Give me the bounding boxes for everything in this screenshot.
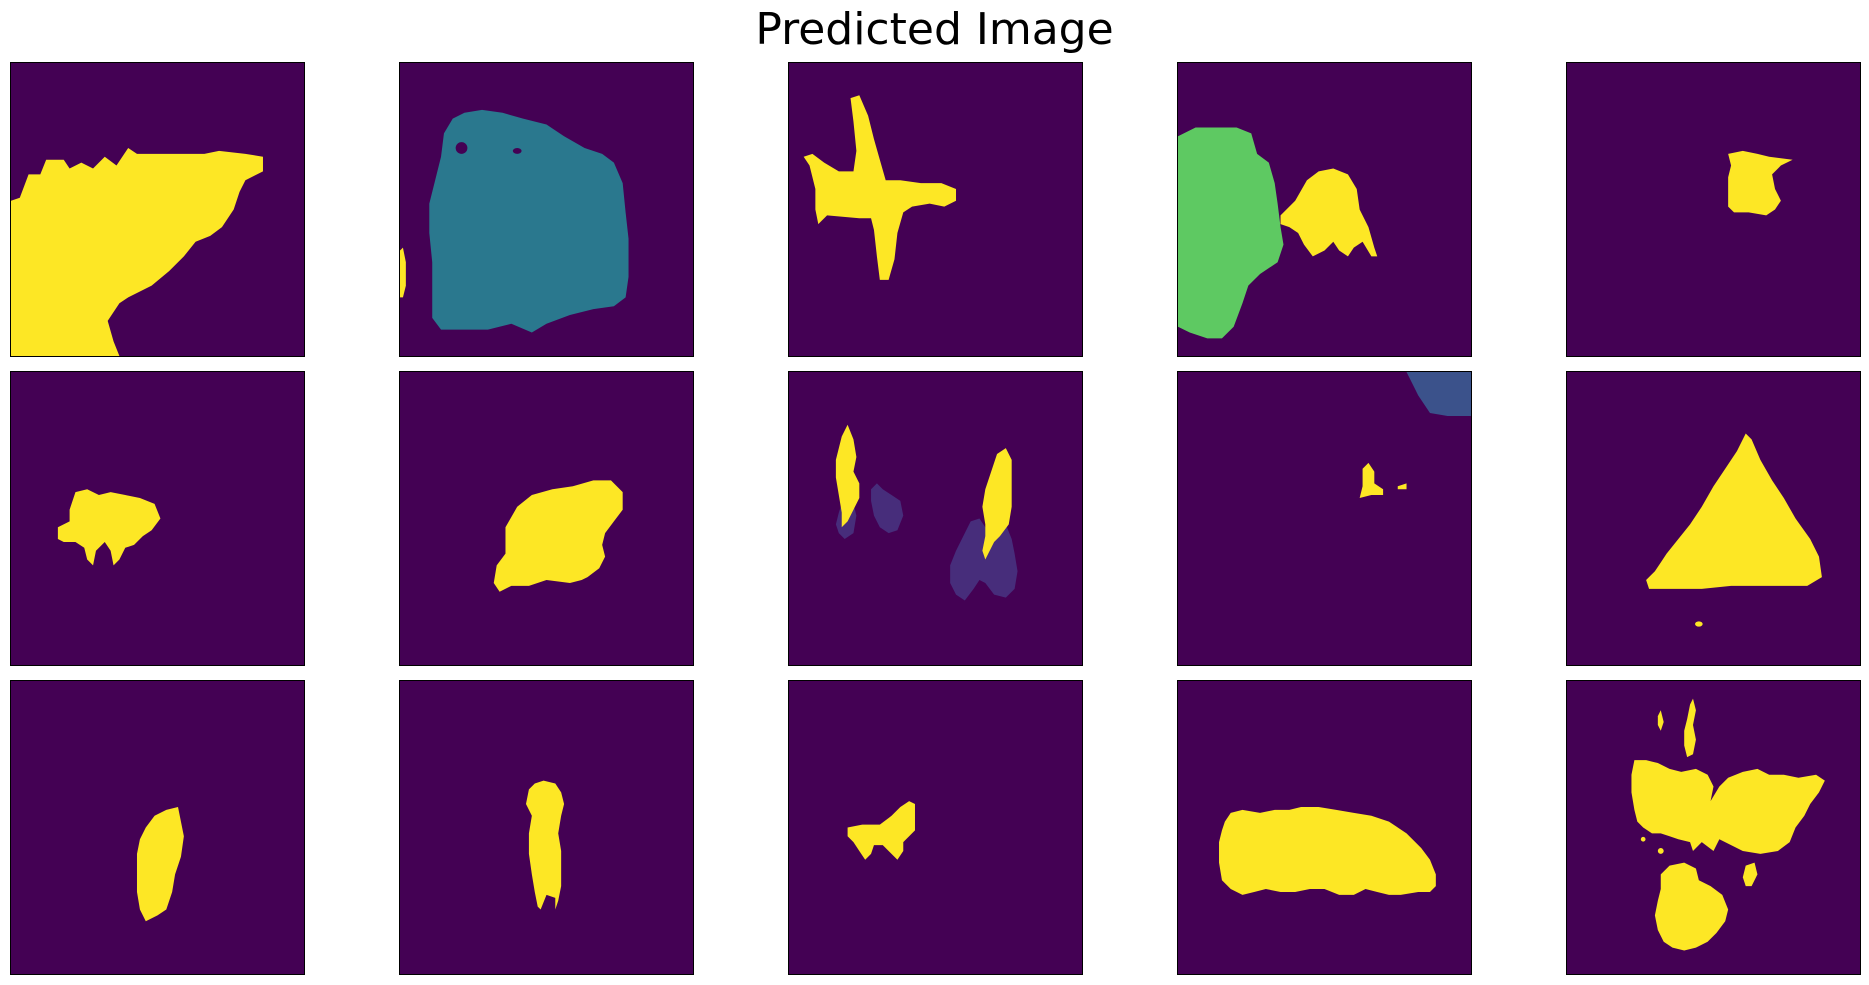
mask-panel-13 (788, 680, 1083, 975)
yellow-region (1742, 862, 1758, 887)
green-region (1178, 127, 1284, 339)
segmentation-mask (803, 95, 957, 280)
segmentation-mask (1728, 150, 1793, 216)
segmentation-mask (1646, 433, 1822, 627)
yellow-region (136, 806, 184, 922)
yellow-region (982, 448, 1012, 560)
yellow-region (493, 480, 623, 592)
segmentation-mask (1219, 806, 1436, 895)
segmentation-mask (525, 780, 565, 910)
figure-title: Predicted Image (755, 4, 1114, 55)
yellow-region (1646, 433, 1822, 589)
segmentation-mask (1359, 372, 1471, 498)
yellow-region (803, 95, 957, 280)
purple-region (835, 483, 904, 540)
mask-panel-14 (1177, 680, 1472, 975)
segmentation-mask (1631, 698, 1825, 951)
mask-panel-3 (788, 62, 1083, 357)
mask-panel-12 (399, 680, 694, 975)
yellow-region (1657, 710, 1664, 731)
yellow-region (11, 147, 263, 356)
yellow-speck (1640, 836, 1646, 842)
mask-panel-5 (1566, 62, 1861, 357)
segmentation-mask (400, 109, 629, 333)
yellow-speck (1695, 621, 1703, 627)
yellow-region (847, 801, 915, 860)
yellow-region (1684, 698, 1696, 758)
teal-region (429, 109, 629, 333)
segmentation-mask (11, 147, 263, 356)
segmentation-mask (1178, 127, 1378, 339)
hole (512, 147, 522, 154)
yellow-region (57, 489, 161, 566)
segmentation-mask (835, 424, 1018, 601)
yellow-region (1219, 806, 1436, 895)
yellow-region (400, 247, 406, 298)
yellow-region (1280, 168, 1378, 257)
hole (455, 142, 468, 154)
mask-panel-8 (788, 371, 1083, 666)
indigo-region (1406, 372, 1471, 416)
mask-panel-7 (399, 371, 694, 666)
mask-panel-6 (10, 371, 305, 666)
mask-panel-4 (1177, 62, 1472, 357)
yellow-region (1728, 150, 1793, 216)
yellow-region (1654, 862, 1729, 951)
mask-panel-9 (1177, 371, 1472, 666)
segmentation-mask (136, 806, 184, 922)
segmentation-mask (847, 801, 915, 860)
yellow-region (1359, 462, 1407, 498)
mask-panel-2 (399, 62, 694, 357)
mask-panel-10 (1566, 371, 1861, 666)
mask-panel-11 (10, 680, 305, 975)
segmentation-mask (57, 489, 161, 566)
yellow-region (525, 780, 565, 910)
mask-panel-15 (1566, 680, 1861, 975)
segmentation-mask (493, 480, 623, 592)
yellow-region (1631, 760, 1825, 854)
yellow-region (835, 424, 860, 528)
yellow-speck (1657, 848, 1664, 854)
purple-region (950, 518, 1018, 601)
mask-panel-1 (10, 62, 305, 357)
